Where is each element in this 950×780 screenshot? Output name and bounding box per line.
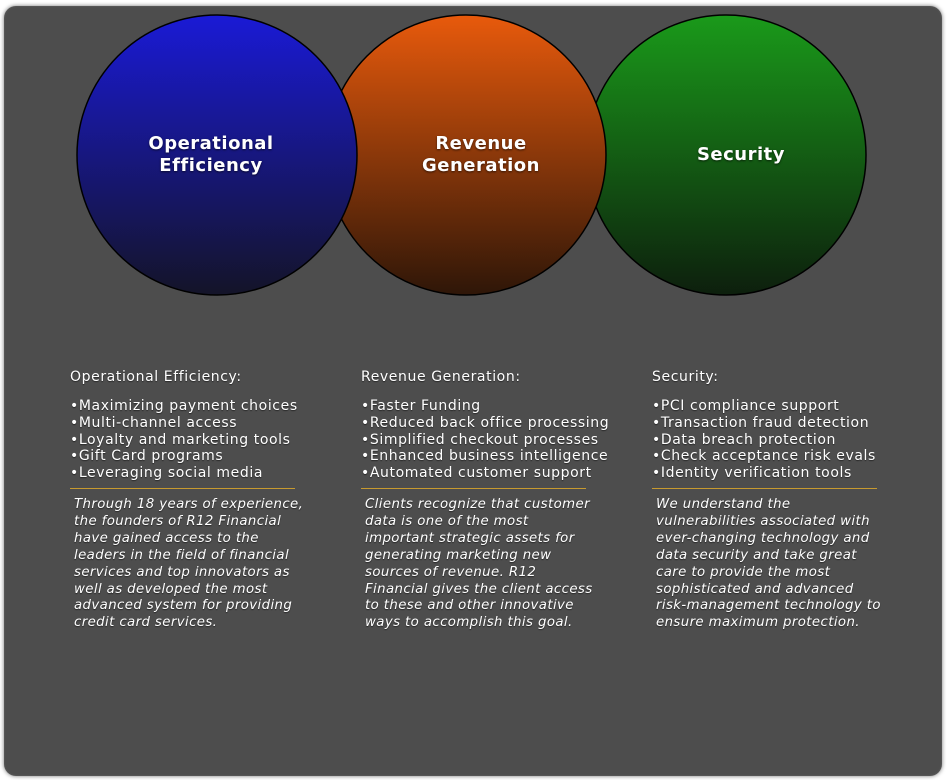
column-description: We understand the vulnerabilities associ… <box>656 496 881 631</box>
list-item: •Simplified checkout processes <box>361 432 601 449</box>
list-item-text: Multi-channel access <box>78 414 238 431</box>
list-item: •Loyalty and marketing tools <box>70 432 310 449</box>
bullet: • <box>652 431 661 448</box>
column-description: Clients recognize that customer data is … <box>365 496 593 631</box>
list-item: •Multi-channel access <box>70 415 310 432</box>
list-item-text: Faster Funding <box>369 398 481 414</box>
list-item: •Enhanced business intelligence <box>361 448 608 465</box>
list-item-text: Enhanced business intelligence <box>369 448 609 465</box>
security-column: Security: •PCI compliance support •Trans… <box>652 368 892 632</box>
list-item-text: Automated customer support <box>369 465 592 482</box>
feature-list: •PCI compliance support •Transaction fra… <box>652 398 892 482</box>
list-item: •Faster Funding <box>361 398 601 415</box>
column-heading: Operational Efficiency: <box>70 369 242 385</box>
list-item: •PCI compliance support <box>652 398 892 415</box>
content-panel: Operational Efficiency Revenue Generatio… <box>4 6 942 776</box>
list-item-text: Transaction fraud detection <box>660 414 870 431</box>
list-item-text: Check acceptance risk evals <box>660 448 876 465</box>
column-heading: Security: <box>652 369 719 385</box>
list-item-text: PCI compliance support <box>660 398 840 414</box>
list-item-text: Reduced back office processing <box>369 414 610 431</box>
divider <box>361 487 586 489</box>
list-item: •Automated customer support <box>361 465 601 482</box>
column-description: Through 18 years of experience, the foun… <box>74 496 304 631</box>
bullet: • <box>361 431 370 448</box>
list-item: •Gift Card programs <box>70 448 310 465</box>
bullet: • <box>361 465 370 482</box>
bullet: • <box>70 414 79 431</box>
security-circle-label: Security <box>696 144 786 165</box>
operational-efficiency-circle <box>76 14 358 296</box>
list-item: •Identity verification tools <box>652 465 892 482</box>
bullet: • <box>652 465 661 482</box>
bullet: • <box>70 398 79 414</box>
column-heading: Revenue Generation: <box>361 369 521 385</box>
list-item: •Reduced back office processing <box>361 414 609 432</box>
list-item: •Transaction fraud detection <box>652 415 892 432</box>
bullet: • <box>361 414 370 431</box>
divider <box>652 487 877 489</box>
list-item-text: Simplified checkout processes <box>369 431 599 448</box>
list-item-text: Loyalty and marketing tools <box>78 431 291 448</box>
bullet: • <box>652 414 661 431</box>
operational-efficiency-column: Operational Efficiency: •Maximizing paym… <box>70 368 310 632</box>
revenue-generation-column: Revenue Generation: •Faster Funding •Red… <box>361 368 609 632</box>
bullet: • <box>70 448 79 465</box>
feature-list: •Faster Funding •Reduced back office pro… <box>361 398 609 482</box>
operational-efficiency-circle-label: Operational Efficiency <box>148 133 274 176</box>
list-item-text: Maximizing payment choices <box>78 398 298 414</box>
list-item-text: Identity verification tools <box>660 465 852 482</box>
list-item: •Maximizing payment choices <box>70 398 310 415</box>
list-item-text: Data breach protection <box>660 431 837 448</box>
divider <box>70 487 295 489</box>
bullet: • <box>70 431 79 448</box>
list-item: •Leveraging social media <box>70 465 310 482</box>
revenue-generation-circle-label: Revenue Generation <box>422 133 540 176</box>
venn-diagram <box>76 14 867 296</box>
list-item-text: Gift Card programs <box>78 448 224 465</box>
list-item: •Data breach protection <box>652 432 892 449</box>
feature-list: •Maximizing payment choices •Multi-chann… <box>70 398 310 482</box>
list-item: •Check acceptance risk evals <box>652 448 892 465</box>
bullet: • <box>70 465 79 482</box>
bullet: • <box>652 398 661 414</box>
list-item-text: Leveraging social media <box>78 465 264 482</box>
bullet: • <box>652 448 661 465</box>
bullet: • <box>361 398 370 414</box>
bullet: • <box>361 448 370 465</box>
